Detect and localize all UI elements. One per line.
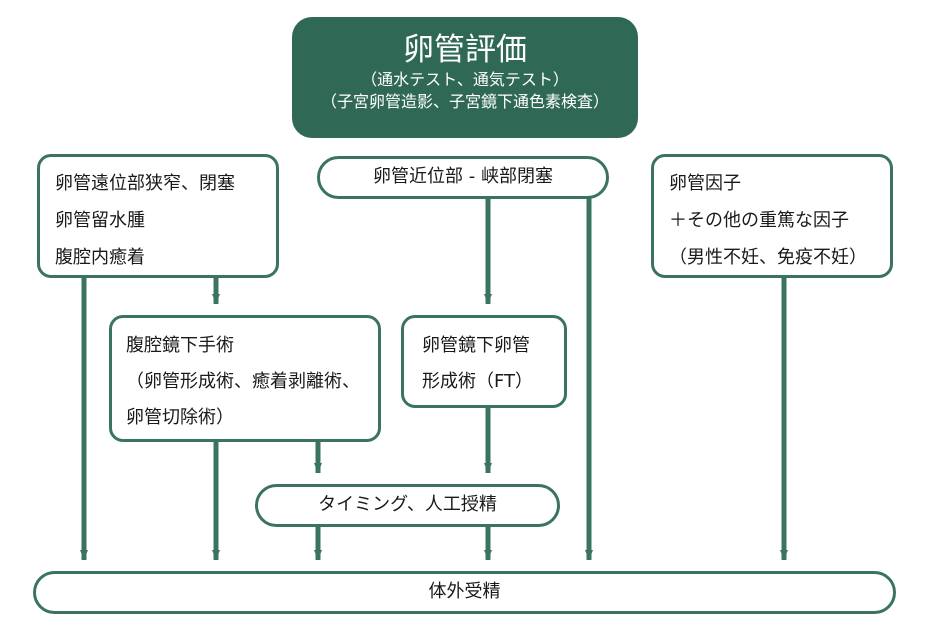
timing-insemination-label: タイミング、人工授精	[318, 494, 497, 515]
falloposcopic-tuboplasty-line-2: 形成術（FT）	[422, 371, 534, 392]
distal-obstruction-box: 卵管遠位部狭窄、閉塞 卵管留水腫 腹腔内癒着	[37, 154, 279, 278]
tubal-factor-line-2: ＋その他の重篤な因子	[669, 210, 849, 231]
falloposcopic-tuboplasty-line-1: 卵管鏡下卵管	[422, 335, 530, 356]
laparoscopic-surgery-line-2: （卵管形成術、癒着剥離術、	[126, 371, 360, 392]
tubal-factor-line-3: （男性不妊、免疫不妊）	[669, 247, 867, 268]
ivf-box: 体外受精	[33, 571, 896, 614]
distal-obstruction-line-1: 卵管遠位部狭窄、閉塞	[55, 173, 235, 194]
tubal-factor-line-1: 卵管因子	[669, 173, 741, 194]
distal-obstruction-line-3: 腹腔内癒着	[55, 247, 145, 268]
distal-obstruction-line-2: 卵管留水腫	[55, 210, 145, 231]
proximal-obstruction-label: 卵管近位部 - 峡部閉塞	[373, 166, 553, 187]
laparoscopic-surgery-line-1: 腹腔鏡下手術	[126, 335, 234, 356]
tubal-factor-box: 卵管因子 ＋その他の重篤な因子 （男性不妊、免疫不妊）	[651, 154, 893, 278]
proximal-obstruction-box: 卵管近位部 - 峡部閉塞	[317, 156, 609, 199]
timing-insemination-box: タイミング、人工授精	[255, 484, 560, 527]
tubal-evaluation-title: 卵管評価	[403, 32, 527, 68]
laparoscopic-surgery-box: 腹腔鏡下手術 （卵管形成術、癒着剥離術、 卵管切除術）	[109, 315, 381, 442]
ivf-label: 体外受精	[428, 581, 501, 602]
falloposcopic-tuboplasty-box: 卵管鏡下卵管 形成術（FT）	[401, 315, 567, 408]
tubal-evaluation-box: 卵管評価 （通水テスト、通気テスト） （子宮卵管造影、子宮鏡下通色素検査）	[292, 17, 638, 138]
laparoscopic-surgery-line-3: 卵管切除術）	[126, 407, 234, 428]
tubal-evaluation-subtitle-1: （通水テスト、通気テスト）	[361, 70, 569, 89]
tubal-evaluation-subtitle-2: （子宮卵管造影、子宮鏡下通色素検査）	[320, 92, 609, 111]
